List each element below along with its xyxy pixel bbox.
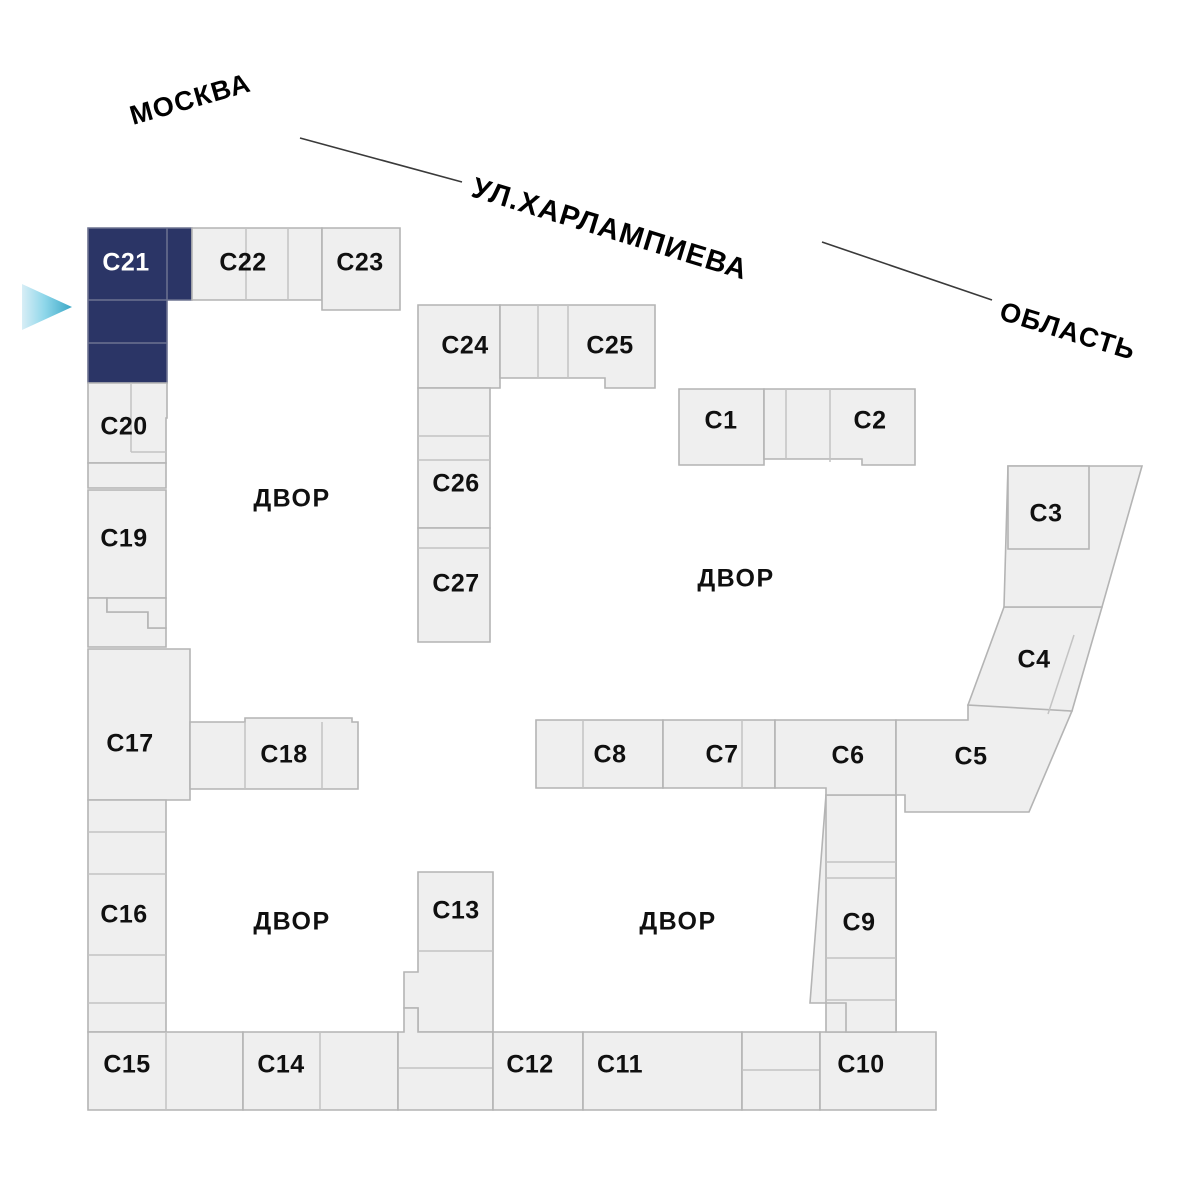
c19-label: C19	[100, 525, 147, 553]
c16-label: C16	[100, 901, 147, 929]
c1c2-mid-footprint[interactable]	[763, 388, 916, 466]
section-block-c4[interactable]: C4	[966, 606, 1104, 715]
c17-label: C17	[106, 730, 153, 758]
c10-footprint[interactable]	[819, 1031, 937, 1111]
c3-label: C3	[1030, 500, 1063, 528]
section-block-c1c2-mid[interactable]: C2	[763, 388, 916, 466]
c1-label: C1	[705, 407, 738, 435]
c26-label: C26	[432, 470, 479, 498]
c8-label: C8	[594, 741, 627, 769]
section-block-c12[interactable]: C12	[492, 1031, 584, 1111]
section-block-c8[interactable]: C8	[535, 719, 664, 789]
c7-label: C7	[706, 741, 739, 769]
c4-divider-1	[1047, 634, 1075, 715]
section-block-c9[interactable]: C9	[809, 794, 897, 1033]
direction-label-moscow: МОСКВА	[126, 68, 254, 131]
section-block-c6[interactable]: C6	[774, 719, 897, 796]
street-name-label: УЛ.ХАРЛАМПИЕВА	[468, 172, 752, 286]
c26-footprint[interactable]	[417, 387, 491, 529]
section-block-c3[interactable]: C3	[1003, 465, 1144, 608]
street-line-left	[299, 137, 463, 183]
c14-label: C14	[257, 1051, 304, 1079]
c11-label: C11	[597, 1051, 643, 1079]
section-block-c19[interactable]: C19	[87, 489, 167, 648]
c24-footprint[interactable]	[417, 304, 501, 389]
section-block-c10[interactable]: C10	[819, 1031, 937, 1111]
c15-label: C15	[103, 1051, 150, 1079]
c18-footprint[interactable]	[189, 717, 359, 790]
section-block-c20[interactable]: C20	[87, 382, 168, 489]
street-line-right	[821, 241, 993, 301]
c23-label: C23	[336, 249, 383, 277]
section-block-c7[interactable]: C7	[662, 719, 776, 789]
c4-label: C4	[1018, 646, 1051, 674]
yard-label-se: ДВОР	[639, 908, 716, 936]
section-block-c5[interactable]: C5	[895, 704, 1074, 813]
yard-label-nw: ДВОР	[253, 485, 330, 513]
c1-footprint[interactable]	[678, 388, 765, 466]
section-block-c13[interactable]: C13	[397, 871, 494, 1111]
entrance-arrow-icon[interactable]	[22, 284, 72, 330]
yard-label-sw: ДВОР	[253, 908, 330, 936]
section-block-c11[interactable]: C11	[582, 1031, 743, 1111]
c25-label: C25	[586, 332, 633, 360]
c2-label: C2	[854, 407, 887, 435]
c5-label: C5	[955, 743, 988, 771]
c18-label: C18	[260, 741, 307, 769]
c13-base[interactable]	[397, 1007, 494, 1111]
c5-footprint[interactable]	[895, 704, 1074, 813]
section-block-c21[interactable]: C21	[87, 227, 193, 384]
c19-step-detail-2[interactable]	[106, 597, 167, 629]
c27-footprint[interactable]	[417, 527, 491, 643]
yard-label-ne: ДВОР	[697, 565, 774, 593]
section-block-c24[interactable]: C24	[417, 304, 501, 389]
yard-labels: ДВОР ДВОР ДВОР ДВОР	[253, 485, 774, 936]
section-block-c1[interactable]: C1	[678, 388, 765, 466]
section-block-c23[interactable]: C23	[321, 227, 401, 311]
section-block-mid-bottom[interactable]	[741, 1031, 821, 1111]
c10-label: C10	[837, 1051, 884, 1079]
section-block-c27[interactable]: C27	[417, 527, 491, 643]
section-block-c22[interactable]: C22	[191, 227, 323, 301]
entrance-arrow[interactable]	[22, 284, 72, 330]
c21-label: C21	[102, 249, 149, 277]
section-block-c25[interactable]: C25	[499, 304, 656, 389]
c13-label: C13	[432, 897, 479, 925]
c3-inner-footprint[interactable]	[1007, 465, 1090, 550]
c12-label: C12	[506, 1051, 553, 1079]
c9-label: C9	[843, 909, 876, 937]
c27-label: C27	[432, 570, 479, 598]
section-block-c26[interactable]: C26	[417, 387, 491, 529]
c22-label: C22	[219, 249, 266, 277]
direction-label-oblast: ОБЛАСТЬ	[996, 296, 1139, 366]
c23-footprint[interactable]	[321, 227, 401, 311]
c20-footprint-lower[interactable]	[87, 462, 167, 489]
section-block-c18[interactable]: C18	[189, 717, 359, 790]
section-block-c15[interactable]: C15	[87, 1031, 244, 1111]
section-block-c14[interactable]: C14	[242, 1031, 399, 1111]
mid-bottom-footprint[interactable]	[741, 1031, 821, 1111]
c6-label: C6	[832, 742, 865, 770]
c20-label: C20	[100, 413, 147, 441]
section-block-c17[interactable]: C17	[87, 648, 191, 801]
section-block-c16[interactable]: C16	[87, 799, 167, 1033]
c17-footprint[interactable]	[87, 648, 191, 801]
c24-label: C24	[441, 332, 488, 360]
